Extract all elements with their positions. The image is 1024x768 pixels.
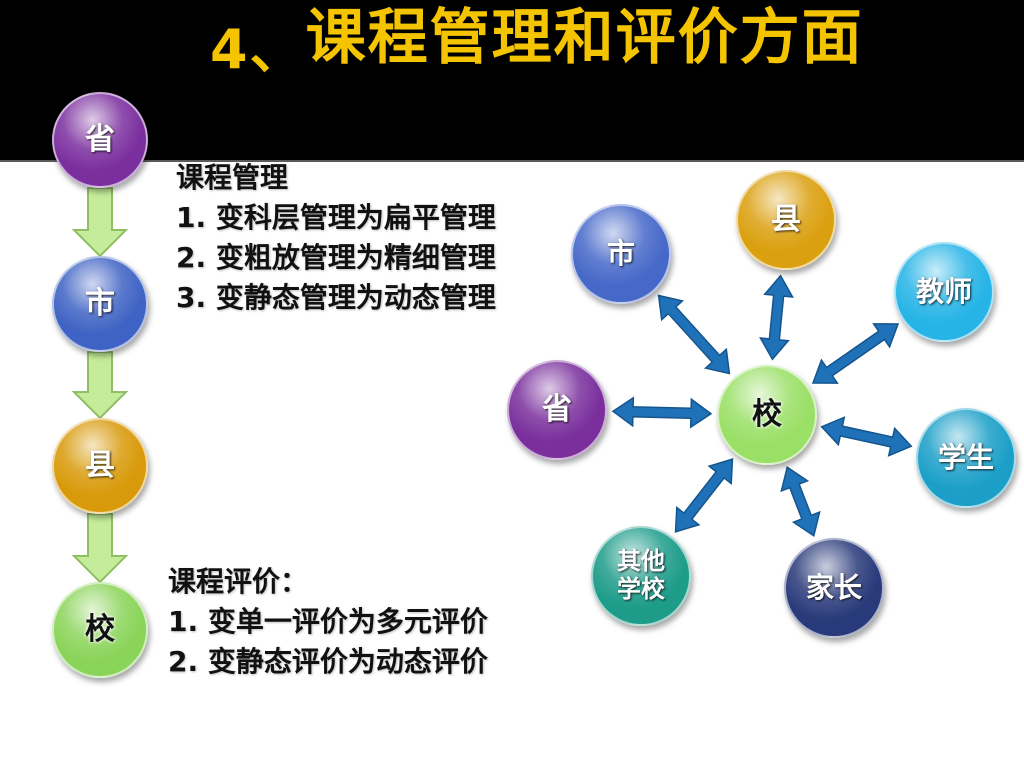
slide-title: 4、课程管理和评价方面 bbox=[210, 8, 864, 77]
double-arrow bbox=[820, 416, 913, 457]
network-node-county: 县 bbox=[736, 170, 836, 270]
management-heading: 课程管理 bbox=[176, 161, 289, 194]
network-node-other-school: 其他 学校 bbox=[591, 526, 691, 626]
title-text: 课程管理和评价方面 bbox=[305, 3, 864, 73]
network-node-parent: 家长 bbox=[784, 538, 884, 638]
network-arrows bbox=[611, 274, 913, 537]
double-arrow bbox=[759, 274, 794, 361]
evaluation-heading: 课程评价： bbox=[168, 565, 309, 598]
evaluation-text: 课程评价： 1. 变单一评价为多元评价 2. 变静态评价为动态评价 bbox=[168, 562, 488, 682]
double-arrow bbox=[811, 323, 900, 384]
management-text: 课程管理 1. 变科层管理为扁平管理 2. 变粗放管理为精细管理 3. 变静态管… bbox=[176, 158, 496, 318]
double-arrow bbox=[780, 466, 821, 537]
network-node-student: 学生 bbox=[916, 408, 1016, 508]
network-node-province: 省 bbox=[507, 360, 607, 460]
management-item-2: 2. 变粗放管理为精细管理 bbox=[176, 241, 496, 274]
management-item-3: 3. 变静态管理为动态管理 bbox=[176, 281, 496, 314]
hierarchy-node-school: 校 bbox=[52, 582, 148, 678]
double-arrow bbox=[674, 458, 734, 533]
hierarchy-node-province: 省 bbox=[52, 92, 148, 188]
double-arrow bbox=[657, 294, 731, 375]
evaluation-item-2: 2. 变静态评价为动态评价 bbox=[168, 645, 488, 678]
hierarchy-node-county: 县 bbox=[52, 418, 148, 514]
double-arrow bbox=[611, 396, 713, 429]
title-bar: 4、课程管理和评价方面 bbox=[0, 0, 1024, 162]
hierarchy-node-city: 市 bbox=[52, 256, 148, 352]
hierarchy-arrows bbox=[71, 187, 129, 584]
network-center-school: 校 bbox=[717, 365, 817, 465]
network-node-city: 市 bbox=[571, 204, 671, 304]
evaluation-item-1: 1. 变单一评价为多元评价 bbox=[168, 605, 488, 638]
management-item-1: 1. 变科层管理为扁平管理 bbox=[176, 201, 496, 234]
hierarchy-arrow bbox=[71, 187, 129, 258]
hierarchy-arrow bbox=[71, 513, 129, 584]
hierarchy-arrow bbox=[71, 351, 129, 420]
title-number: 4、 bbox=[210, 18, 306, 81]
network-node-teacher: 教师 bbox=[894, 242, 994, 342]
